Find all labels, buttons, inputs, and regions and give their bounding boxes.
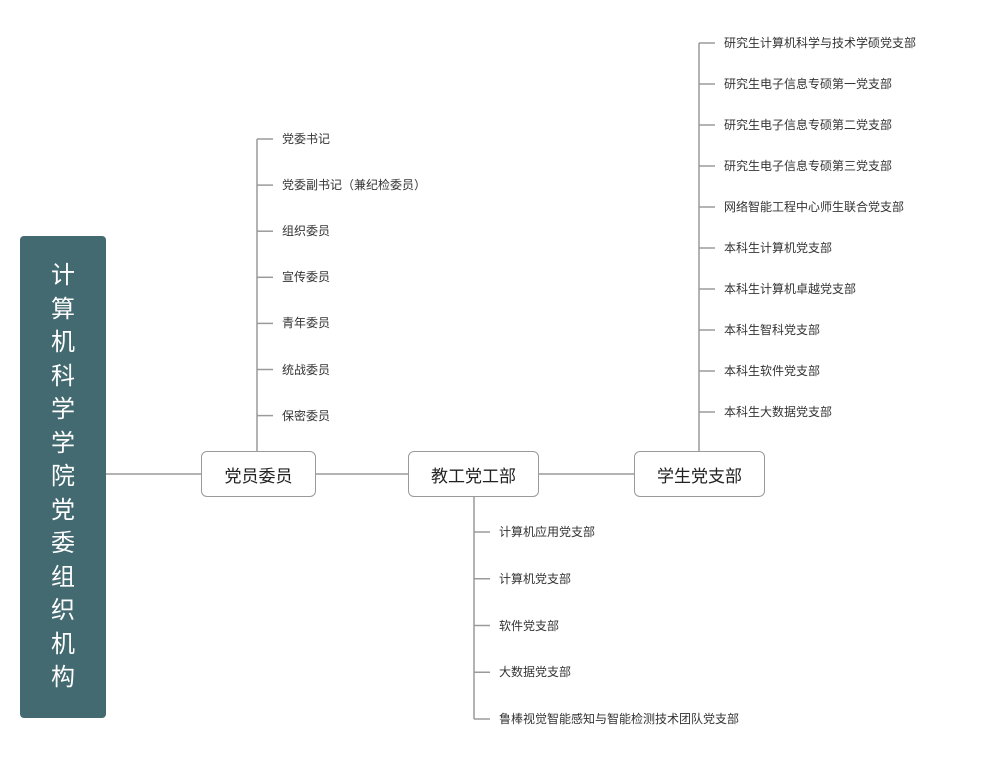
root-title-char: 计 bbox=[51, 261, 75, 290]
root-title-char: 学 bbox=[51, 428, 75, 457]
root-title-char: 学 bbox=[51, 395, 75, 424]
staff-branch-item: 软件党支部 bbox=[499, 618, 560, 633]
student-branch-item: 本科生计算机卓越党支部 bbox=[724, 282, 857, 296]
committee-member-item: 青年委员 bbox=[282, 316, 331, 331]
staff-branch-item: 计算机应用党支部 bbox=[499, 525, 596, 539]
student-branch-item: 本科生软件党支部 bbox=[724, 364, 821, 378]
root-title-char: 院 bbox=[51, 462, 75, 491]
root-title-char: 组 bbox=[51, 562, 75, 591]
staff-branch-item: 计算机党支部 bbox=[499, 571, 572, 586]
root-title-char: 机 bbox=[51, 629, 75, 658]
student-branch-item: 研究生计算机科学与技术学硕党支部 bbox=[724, 36, 917, 50]
committee-member-item: 党委副书记（兼纪检委员） bbox=[282, 178, 427, 193]
staff-branch-item: 鲁棒视觉智能感知与智能检测技术团队党支部 bbox=[499, 712, 740, 726]
student-branch-item: 本科生大数据党支部 bbox=[724, 405, 833, 419]
root-title-char: 党 bbox=[51, 495, 75, 524]
student-branch-item: 网络智能工程中心师生联合党支部 bbox=[724, 200, 905, 214]
committee-member-item: 组织委员 bbox=[282, 224, 331, 239]
committee-member-item: 统战委员 bbox=[282, 362, 331, 377]
committee-member-item: 党委书记 bbox=[282, 132, 331, 146]
root-title-char: 机 bbox=[51, 328, 75, 357]
node-student-branch: 学生党支部 bbox=[634, 451, 765, 497]
staff-branch-item: 大数据党支部 bbox=[499, 665, 572, 680]
student-branch-item: 研究生电子信息专硕第三党支部 bbox=[724, 159, 893, 173]
student-branch-item: 研究生电子信息专硕第一党支部 bbox=[724, 77, 893, 91]
root-title-char: 委 bbox=[51, 529, 75, 558]
root-title-char: 科 bbox=[51, 361, 75, 390]
root-title-char: 算 bbox=[51, 294, 75, 323]
committee-member-item: 保密委员 bbox=[282, 408, 331, 423]
node-staff-branch: 教工党工部 bbox=[408, 451, 539, 497]
root-title-char: 构 bbox=[51, 663, 75, 692]
student-branch-item: 本科生智科党支部 bbox=[724, 323, 821, 337]
student-branch-item: 研究生电子信息专硕第二党支部 bbox=[724, 118, 893, 132]
committee-member-item: 宣传委员 bbox=[282, 270, 331, 285]
root-title-char: 织 bbox=[51, 596, 75, 625]
root-node-college-party-committee: 计算机科学学院党委组织机构 bbox=[20, 236, 106, 718]
node-members-committee: 党员委员 bbox=[201, 451, 316, 497]
student-branch-item: 本科生计算机党支部 bbox=[724, 241, 833, 255]
